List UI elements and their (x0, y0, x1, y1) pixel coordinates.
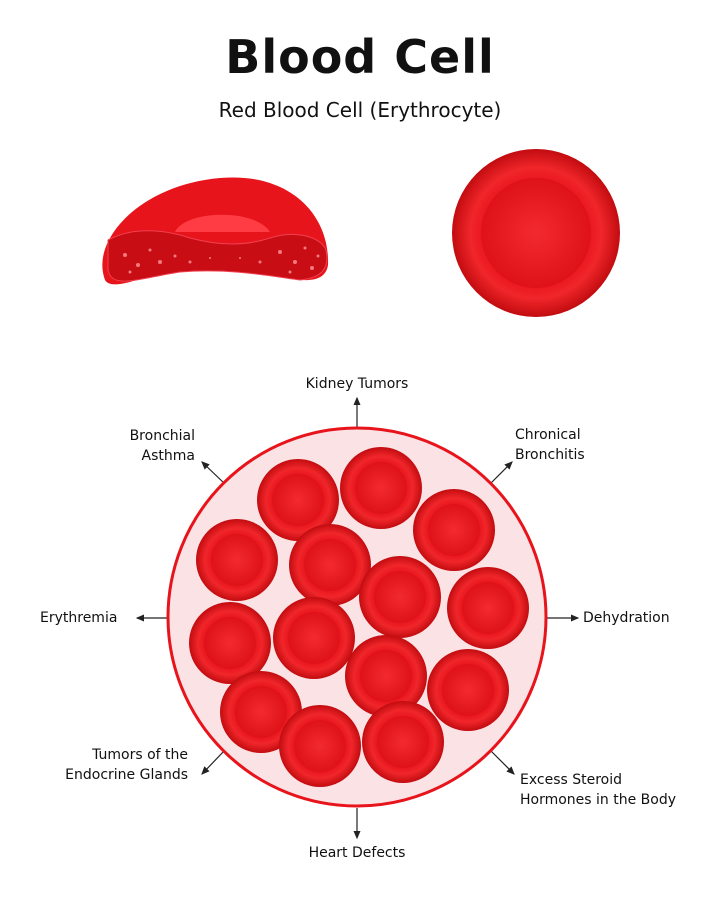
red-blood-cell (359, 556, 441, 638)
red-blood-cell (273, 597, 355, 679)
label-line: Tumors of the (92, 747, 188, 763)
label-erythremia: Erythremia (40, 610, 118, 626)
label-kidney-tumors: Kidney Tumors (305, 376, 409, 392)
red-blood-cell (279, 705, 361, 787)
label-dehydration: Dehydration (583, 610, 670, 626)
label-line: Bronchial (129, 428, 195, 444)
cell-cluster (189, 447, 529, 787)
label-bronchial-asthma: Bronchial Asthma (60, 426, 195, 466)
red-blood-cell (189, 602, 271, 684)
red-blood-cell (413, 489, 495, 571)
label-endocrine-tumors: Tumors of the Endocrine Glands (20, 745, 188, 785)
red-blood-cell (427, 649, 509, 731)
label-heart-defects: Heart Defects (308, 845, 406, 861)
diagram-title: Blood Cell (225, 30, 495, 84)
label-line: Asthma (141, 448, 195, 464)
label-line: Hormones in the Body (520, 792, 677, 808)
red-blood-cell (447, 567, 529, 649)
label-line: Endocrine Glands (65, 767, 188, 783)
red-blood-cell (340, 447, 422, 529)
label-line: Bronchitis (515, 447, 585, 463)
red-blood-cell (289, 524, 371, 606)
red-blood-cell (257, 459, 339, 541)
arrows (135, 396, 580, 840)
rbc-side-view (102, 177, 329, 285)
label-excess-steroid: Excess Steroid Hormones in the Body (520, 770, 676, 810)
diagram-subtitle: Red Blood Cell (Erythrocyte) (218, 98, 502, 122)
label-line: Excess Steroid (520, 772, 623, 788)
rbc-top-view (452, 149, 620, 317)
red-blood-cell (362, 701, 444, 783)
label-line: Chronical (515, 427, 581, 443)
label-chronical-bronchitis: Chronical Bronchitis (515, 425, 585, 465)
red-blood-cell (345, 635, 427, 717)
red-blood-cell (196, 519, 278, 601)
